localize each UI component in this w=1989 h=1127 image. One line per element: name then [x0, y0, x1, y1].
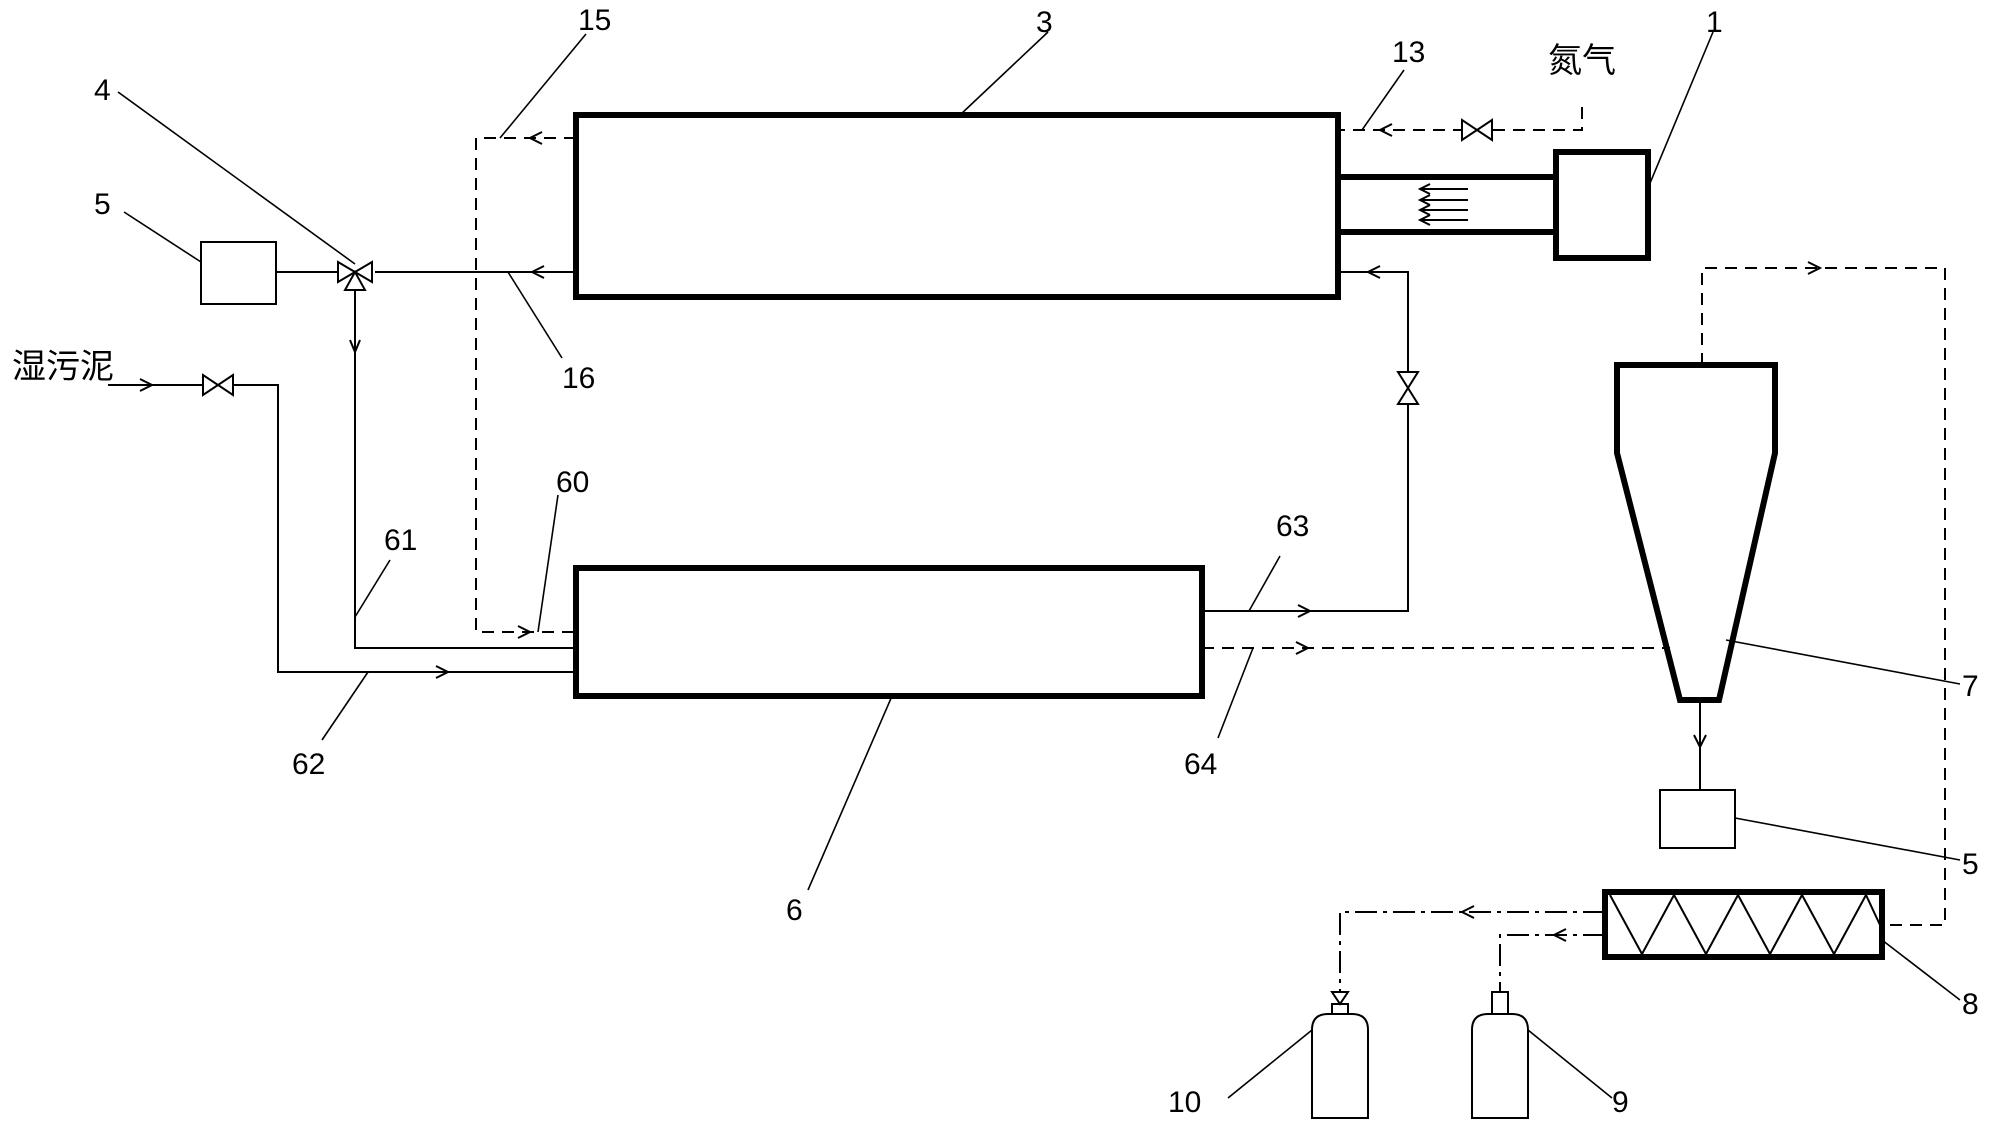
- label-10: 10: [1168, 1086, 1201, 1119]
- label-3: 3: [1036, 6, 1053, 39]
- cylinder-10: [1311, 1013, 1369, 1119]
- label-4: 4: [94, 74, 111, 107]
- label-15: 15: [578, 4, 611, 37]
- leader-lines: [117, 31, 1961, 1099]
- three-way-valve-4: [337, 260, 373, 291]
- dryer-6: [573, 565, 1205, 699]
- cyclone-7: [1614, 362, 1778, 703]
- label-5-right: 5: [1962, 848, 1979, 881]
- label-8: 8: [1962, 988, 1979, 1021]
- cylinder-9-neck: [1491, 991, 1509, 1015]
- line-64: [1202, 641, 1670, 655]
- cyclone-gas-outlet: [1701, 261, 1946, 926]
- label-61: 61: [384, 524, 417, 557]
- wet-sludge-line-62: [108, 373, 576, 679]
- label-13: 13: [1392, 36, 1425, 69]
- receiver-5-right: [1659, 789, 1736, 849]
- heat-source-1: [1553, 149, 1651, 261]
- condenser-8: [1602, 889, 1885, 960]
- line-63: [1202, 265, 1420, 618]
- line-61: [349, 290, 576, 649]
- line-15-60: [475, 131, 576, 639]
- nitrogen-label: 氮气: [1548, 41, 1616, 81]
- label-63: 63: [1276, 510, 1309, 543]
- cylinder-9: [1471, 1013, 1529, 1119]
- cylinder-10-neck: [1331, 1003, 1349, 1015]
- label-6: 6: [786, 894, 803, 927]
- label-5-top: 5: [94, 188, 111, 221]
- receiver-5-top: [200, 241, 277, 305]
- condenser-outlet-to-10: [1330, 905, 1605, 1006]
- line-16: [375, 265, 576, 279]
- label-7: 7: [1962, 670, 1979, 703]
- heat-duct: [1338, 174, 1556, 235]
- label-64: 64: [1184, 748, 1217, 781]
- label-16: 16: [562, 362, 595, 395]
- wet-sludge-label: 湿污泥: [12, 347, 114, 387]
- condenser-outlet-to-9: [1499, 928, 1605, 992]
- label-62: 62: [292, 748, 325, 781]
- label-60: 60: [556, 466, 589, 499]
- cyclone-solid-outlet: [1693, 700, 1707, 790]
- label-1: 1: [1706, 6, 1723, 39]
- heat-flow-arrows: [1417, 183, 1468, 226]
- label-9: 9: [1612, 1086, 1629, 1119]
- nitrogen-line-13: [1338, 107, 1583, 142]
- vessel-3: [573, 112, 1341, 300]
